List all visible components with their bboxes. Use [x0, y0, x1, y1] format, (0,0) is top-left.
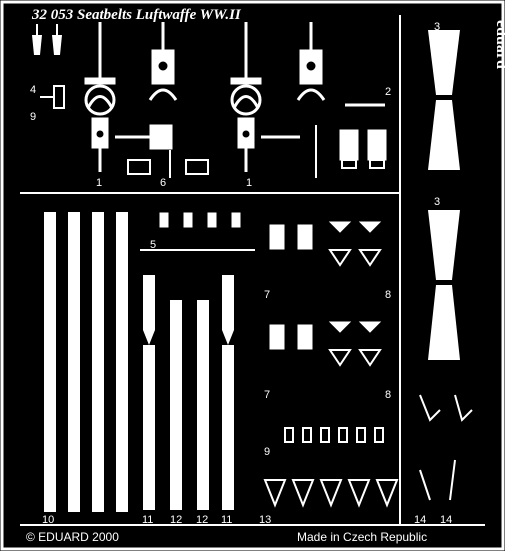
label-9b: 9 — [264, 446, 270, 458]
made-in-text: Made in Czech Republic — [297, 530, 427, 544]
label-6: 6 — [160, 177, 166, 189]
fret-title: 32 053 Seatbelts Luftwaffe WW.II — [31, 7, 242, 23]
label-14b: 14 — [440, 514, 452, 526]
part-9-row — [284, 427, 384, 443]
label-10: 10 — [42, 514, 54, 526]
part-9-buckle — [53, 85, 65, 109]
label-12b: 12 — [196, 514, 208, 526]
label-13: 13 — [259, 514, 271, 526]
label-3b: 3 — [434, 196, 440, 208]
label-1a: 1 — [96, 177, 102, 189]
part-4-tips — [32, 24, 62, 55]
part-3-belt-top — [428, 30, 460, 170]
label-2: 2 — [385, 86, 391, 98]
part-1-buckle-left — [84, 22, 116, 172]
part-7-8-group-bottom — [269, 321, 382, 367]
part-6a — [127, 159, 151, 175]
copyright-text: © EDUARD 2000 — [26, 530, 119, 544]
label-9a: 9 — [30, 111, 36, 123]
part-14-levers — [419, 459, 456, 501]
part-6b — [185, 159, 209, 175]
part-buckle-center-a — [115, 22, 178, 178]
part-buckle-center-b — [261, 22, 326, 178]
label-12a: 12 — [170, 514, 182, 526]
part-10-straps — [44, 212, 128, 512]
label-3a: 3 — [434, 21, 440, 33]
label-14a: 14 — [414, 514, 426, 526]
label-11a: 11 — [142, 514, 153, 526]
label-8a: 8 — [385, 289, 391, 301]
part-13-triangles — [263, 479, 399, 508]
part-mounts — [419, 394, 473, 422]
part-5-buckles — [159, 212, 241, 228]
part-11-12-straps — [143, 275, 234, 510]
brand-label: eduard — [493, 20, 505, 69]
label-1b: 1 — [246, 177, 252, 189]
label-8b: 8 — [385, 389, 391, 401]
label-11b: 11 — [221, 514, 232, 526]
part-1-buckle-right — [230, 22, 262, 172]
part-2-clamps — [339, 103, 387, 169]
label-7b: 7 — [264, 389, 270, 401]
part-3-belt-bottom — [428, 210, 460, 360]
label-4: 4 — [30, 84, 36, 96]
label-5: 5 — [150, 239, 156, 251]
label-7a: 7 — [264, 289, 270, 301]
part-7-8-group-top — [269, 221, 382, 267]
